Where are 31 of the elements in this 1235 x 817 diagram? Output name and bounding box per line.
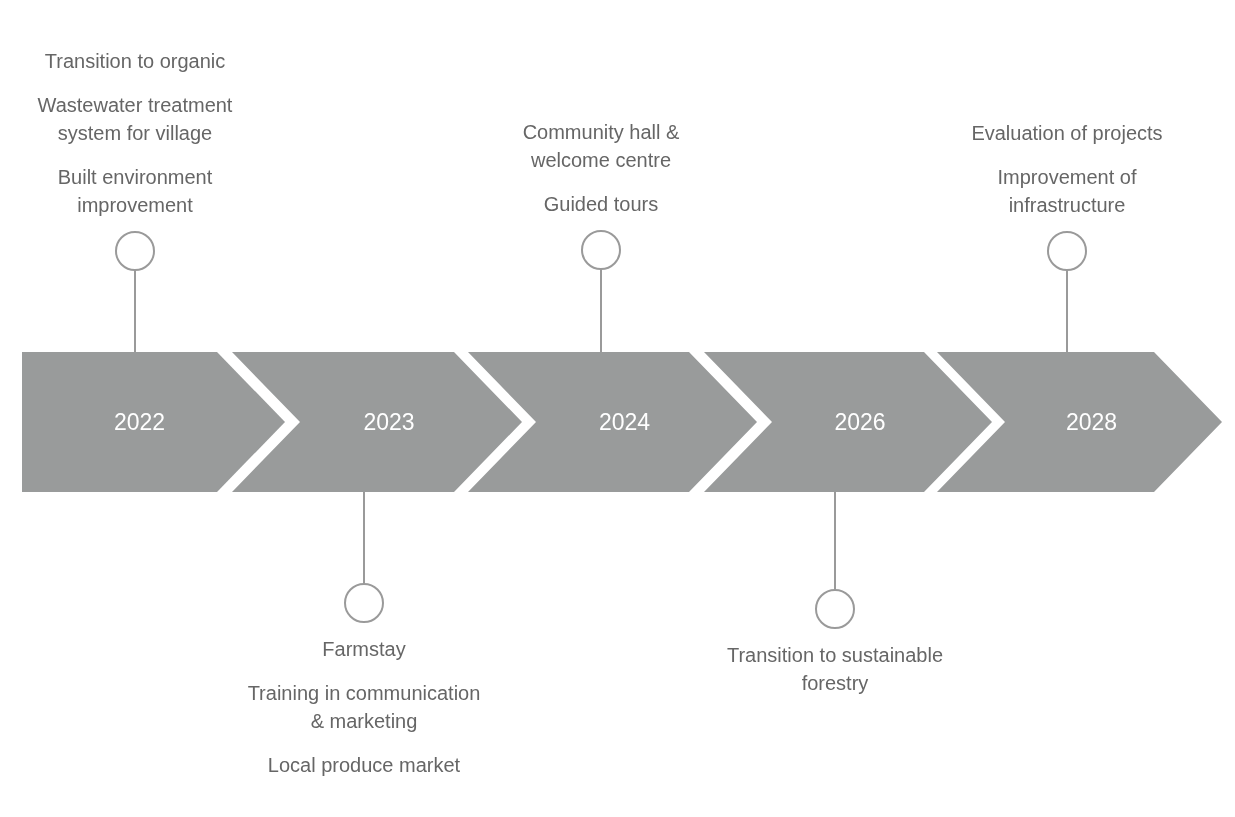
milestone-text: Transition to sustainable forestry (725, 643, 944, 696)
milestone-text: Community hall & welcome centre (521, 120, 681, 173)
milestone-text: Training in communication & marketing (246, 681, 482, 734)
connector-line (134, 270, 136, 353)
milestone-text: Wastewater treatment system for village (36, 93, 234, 146)
timeline-segment (468, 352, 757, 492)
milestone-circle (815, 589, 855, 629)
connector-line (1066, 270, 1068, 353)
timeline-segment (232, 352, 522, 492)
timeline-segment (937, 352, 1222, 492)
connector-line (600, 269, 602, 353)
milestone-circle (1047, 231, 1087, 271)
milestone-text: Guided tours (543, 192, 659, 217)
timeline-segment (22, 352, 285, 492)
year-label: 2026 (834, 408, 886, 436)
connector-line (363, 491, 365, 584)
year-label: 2024 (598, 408, 651, 436)
year-label: 2022 (113, 408, 166, 436)
timeline-segment (704, 352, 992, 492)
milestone-text: Local produce market (267, 753, 461, 778)
milestone-circle (581, 230, 621, 270)
year-label: 2028 (1065, 408, 1118, 436)
milestone-text: Transition to organic (44, 49, 226, 74)
milestone-text: Built environment improvement (56, 165, 214, 218)
milestone-text: Evaluation of projects (971, 121, 1163, 146)
connector-line (834, 491, 836, 590)
milestone-circle (115, 231, 155, 271)
year-label: 2023 (363, 408, 415, 436)
milestone-text: Improvement of infrastructure (996, 165, 1138, 218)
milestone-circle (344, 583, 384, 623)
milestone-text: Farmstay (322, 637, 406, 662)
